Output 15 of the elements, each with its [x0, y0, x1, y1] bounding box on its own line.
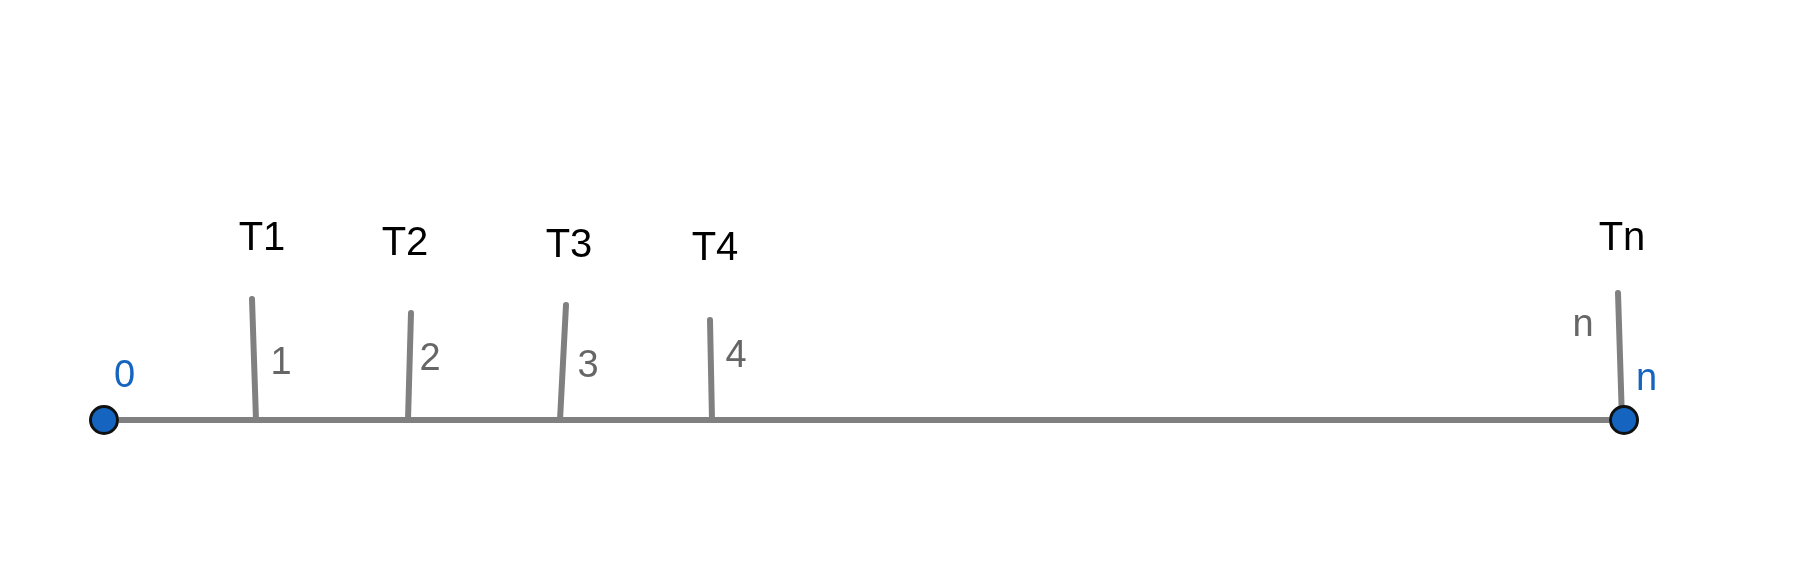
- point-label: n: [1636, 358, 1658, 396]
- tick-label: T2: [381, 221, 429, 261]
- segment-label: n: [1572, 304, 1594, 342]
- segment-label: 3: [577, 345, 599, 383]
- segment-label: 4: [725, 335, 747, 373]
- tick-label: T3: [545, 223, 593, 263]
- point-marker: [89, 405, 119, 435]
- tick-label: T4: [691, 226, 739, 266]
- segment-label: 1: [270, 342, 292, 380]
- segment-label: 2: [419, 338, 441, 376]
- point-marker: [1609, 405, 1639, 435]
- tick-label: T1: [238, 216, 286, 256]
- line-segment: [119, 417, 1609, 423]
- tick-label: Tn: [1598, 216, 1646, 256]
- point-label: 0: [114, 355, 136, 393]
